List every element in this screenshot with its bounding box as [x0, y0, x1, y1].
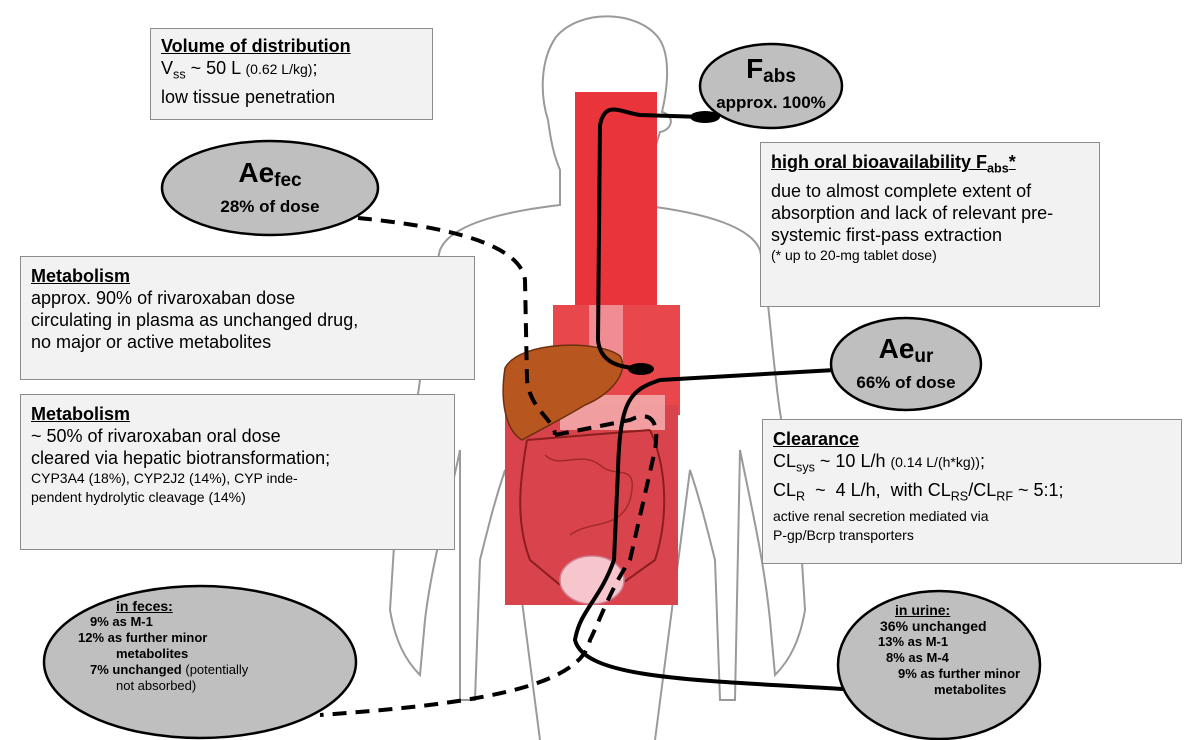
feces-line: metabolites — [60, 646, 350, 662]
metabolism-line: approx. 90% of rivaroxaban dose — [31, 287, 464, 309]
aefec-label: Aefec 28% of dose — [162, 158, 378, 217]
urine-label: in urine: 36% unchanged 13% as M-1 8% as… — [850, 602, 1040, 698]
metabolism-cyp-line: CYP3A4 (18%), CYP2J2 (14%), CYP inde- — [31, 469, 444, 488]
fabs-label: Fabs approx. 100% — [700, 54, 842, 113]
clearance-note: P-gp/Bcrp transporters — [773, 526, 1171, 545]
urine-line: 9% as further minor — [850, 666, 1040, 682]
clearance-note: active renal secretion mediated via — [773, 507, 1171, 526]
bioavailability-line: due to almost complete extent of — [771, 180, 1089, 202]
metabolism-line: ~ 50% of rivaroxaban oral dose — [31, 425, 444, 447]
feces-line: 7% unchanged (potentially — [60, 662, 350, 678]
urine-line: 8% as M-4 — [850, 650, 1040, 666]
metabolism-cyp-line: pendent hydrolytic cleavage (14%) — [31, 488, 444, 507]
feces-line: not absorbed) — [60, 678, 350, 694]
metabolism-line: cleared via hepatic biotransformation; — [31, 447, 444, 469]
volume-title: Volume of distribution — [161, 35, 422, 57]
esophagus-region — [575, 92, 657, 305]
metabolism-hepatic-box: Metabolism ~ 50% of rivaroxaban oral dos… — [20, 394, 455, 550]
clearance-renal: CLR ~ 4 L/h, with CLRS/CLRF ~ 5:1; — [773, 479, 1171, 508]
bioavailability-line: systemic first-pass extraction — [771, 224, 1089, 246]
urine-line: 13% as M-1 — [850, 634, 1040, 650]
feces-line: 12% as further minor — [60, 630, 350, 646]
metabolism-title: Metabolism — [31, 265, 464, 287]
portal-dot — [628, 363, 654, 375]
bioavailability-line: absorption and lack of relevant pre- — [771, 202, 1089, 224]
metabolism-line: no major or active metabolites — [31, 331, 464, 353]
bioavailability-title: high oral bioavailability Fabs* — [771, 151, 1089, 180]
urine-title: in urine: — [850, 602, 1040, 618]
urine-line: metabolites — [850, 682, 1040, 698]
metabolism-line: circulating in plasma as unchanged drug, — [31, 309, 464, 331]
clearance-box: Clearance CLsys ~ 10 L/h (0.14 L/(h*kg))… — [762, 419, 1182, 564]
clearance-sys: CLsys ~ 10 L/h (0.14 L/(h*kg)); — [773, 450, 1171, 479]
metabolism-title: Metabolism — [31, 403, 444, 425]
volume-penetration: low tissue penetration — [161, 86, 422, 108]
volume-of-distribution-box: Volume of distribution Vss ~ 50 L (0.62 … — [150, 28, 433, 120]
feces-line: 9% as M-1 — [60, 614, 350, 630]
feces-label: in feces: 9% as M-1 12% as further minor… — [60, 598, 350, 694]
metabolism-plasma-box: Metabolism approx. 90% of rivaroxaban do… — [20, 256, 475, 380]
volume-vss: Vss ~ 50 L (0.62 L/kg); — [161, 57, 422, 86]
aeur-label: Aeur 66% of dose — [831, 334, 981, 393]
urine-line: 36% unchanged — [850, 618, 1040, 634]
clearance-title: Clearance — [773, 428, 1171, 450]
bioavailability-box: high oral bioavailability Fabs* due to a… — [760, 142, 1100, 307]
feces-title: in feces: — [60, 598, 350, 614]
bioavailability-note: (* up to 20-mg tablet dose) — [771, 246, 1089, 265]
